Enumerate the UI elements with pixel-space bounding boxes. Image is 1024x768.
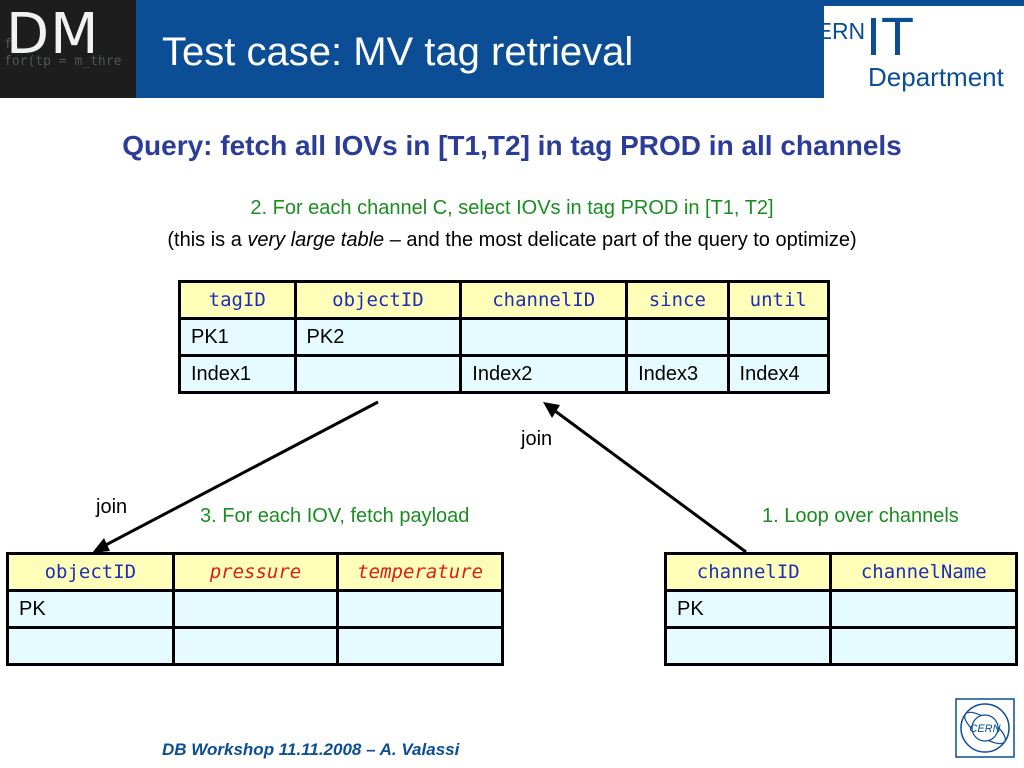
table-row: PK: [6, 589, 504, 629]
table-row: Index1 Index2 Index3 Index4: [178, 354, 831, 394]
arrowhead-payload: [92, 538, 110, 553]
table-header-row: tagID objectID channelID since until: [178, 280, 831, 320]
query-subtitle: Query: fetch all IOVs in [T1,T2] in tag …: [122, 130, 902, 161]
table-row: [6, 626, 504, 666]
table-header-row: objectID pressure temperature: [6, 552, 504, 592]
join-arrow-to-payload: [99, 400, 379, 550]
table-row: [663, 626, 1018, 666]
table-cell: [663, 626, 833, 666]
table-cell: [829, 589, 1018, 629]
column-header: channelID: [459, 280, 629, 320]
column-header: tagID: [178, 280, 297, 320]
table-cell: [293, 354, 463, 394]
dm-logo-text: DM: [6, 2, 100, 67]
note-text: (this is a very large table – and the mo…: [0, 229, 1024, 252]
table-cell: [336, 626, 504, 666]
column-header: since: [625, 280, 730, 320]
column-header: channelID: [663, 552, 833, 592]
table-cell: [171, 589, 340, 629]
note-suffix: – and the most delicate part of the quer…: [384, 229, 857, 251]
join-label-right: join: [521, 428, 553, 450]
cern-it-logo-cern: CERN: [800, 18, 866, 44]
step3-text: 3. For each IOV, fetch payload: [200, 505, 470, 527]
cern-it-logo: CERN IT Department: [800, 6, 1024, 98]
arrowhead-iov: [543, 402, 560, 418]
column-header: objectID: [293, 280, 463, 320]
table-cell: PK2: [293, 317, 463, 357]
dm-logo-icon: fi for(tp = m_thre DM: [0, 0, 136, 98]
table-cell: [6, 626, 175, 666]
dm-logo-code: fi for(tp = m_thre: [4, 37, 122, 69]
table-cell: [459, 317, 629, 357]
join-arrow-from-channel: [550, 406, 747, 554]
column-header: until: [726, 280, 831, 320]
note-emphasis: very large table: [247, 229, 385, 251]
step2-text: 2. For each channel C, select IOVs in ta…: [250, 197, 774, 219]
table-cell: Index2: [459, 354, 629, 394]
column-header: objectID: [6, 552, 175, 592]
footer-text: DB Workshop 11.11.2008 – A. Valassi: [162, 740, 460, 759]
table-header-row: channelID channelName: [663, 552, 1018, 592]
table-cell: [171, 626, 340, 666]
header-bar: fi for(tp = m_thre DM Test case: MV tag …: [0, 0, 1024, 98]
cern-badge-text: CERN: [969, 723, 1000, 735]
step1-text: 1. Loop over channels: [762, 505, 959, 527]
column-header: channelName: [829, 552, 1018, 592]
cern-badge-icon: CERN: [955, 698, 1015, 758]
table-cell: Index4: [726, 354, 831, 394]
table-cell: Index3: [625, 354, 730, 394]
table-cell: PK: [663, 589, 833, 629]
table-row: PK: [663, 589, 1018, 629]
table-cell: [726, 317, 831, 357]
cern-it-logo-dept: Department: [868, 62, 1004, 92]
table-cell: [336, 589, 504, 629]
payload-table: objectID pressure temperature PK: [6, 552, 504, 666]
column-header: temperature: [336, 552, 504, 592]
table-cell: [625, 317, 730, 357]
cern-it-logo-it: IT: [866, 7, 914, 67]
table-cell: PK1: [178, 317, 297, 357]
note-prefix: (this is a: [167, 229, 248, 251]
table-cell: Index1: [178, 354, 297, 394]
channel-table: channelID channelName PK: [663, 552, 1018, 666]
column-header: pressure: [171, 552, 340, 592]
page-title: Test case: MV tag retrieval: [162, 30, 634, 74]
table-cell: PK: [6, 589, 175, 629]
join-label-left: join: [96, 496, 128, 518]
table-row: PK1 PK2: [178, 317, 831, 357]
iov-table: tagID objectID channelID since until PK1…: [178, 280, 831, 394]
table-cell: [829, 626, 1018, 666]
